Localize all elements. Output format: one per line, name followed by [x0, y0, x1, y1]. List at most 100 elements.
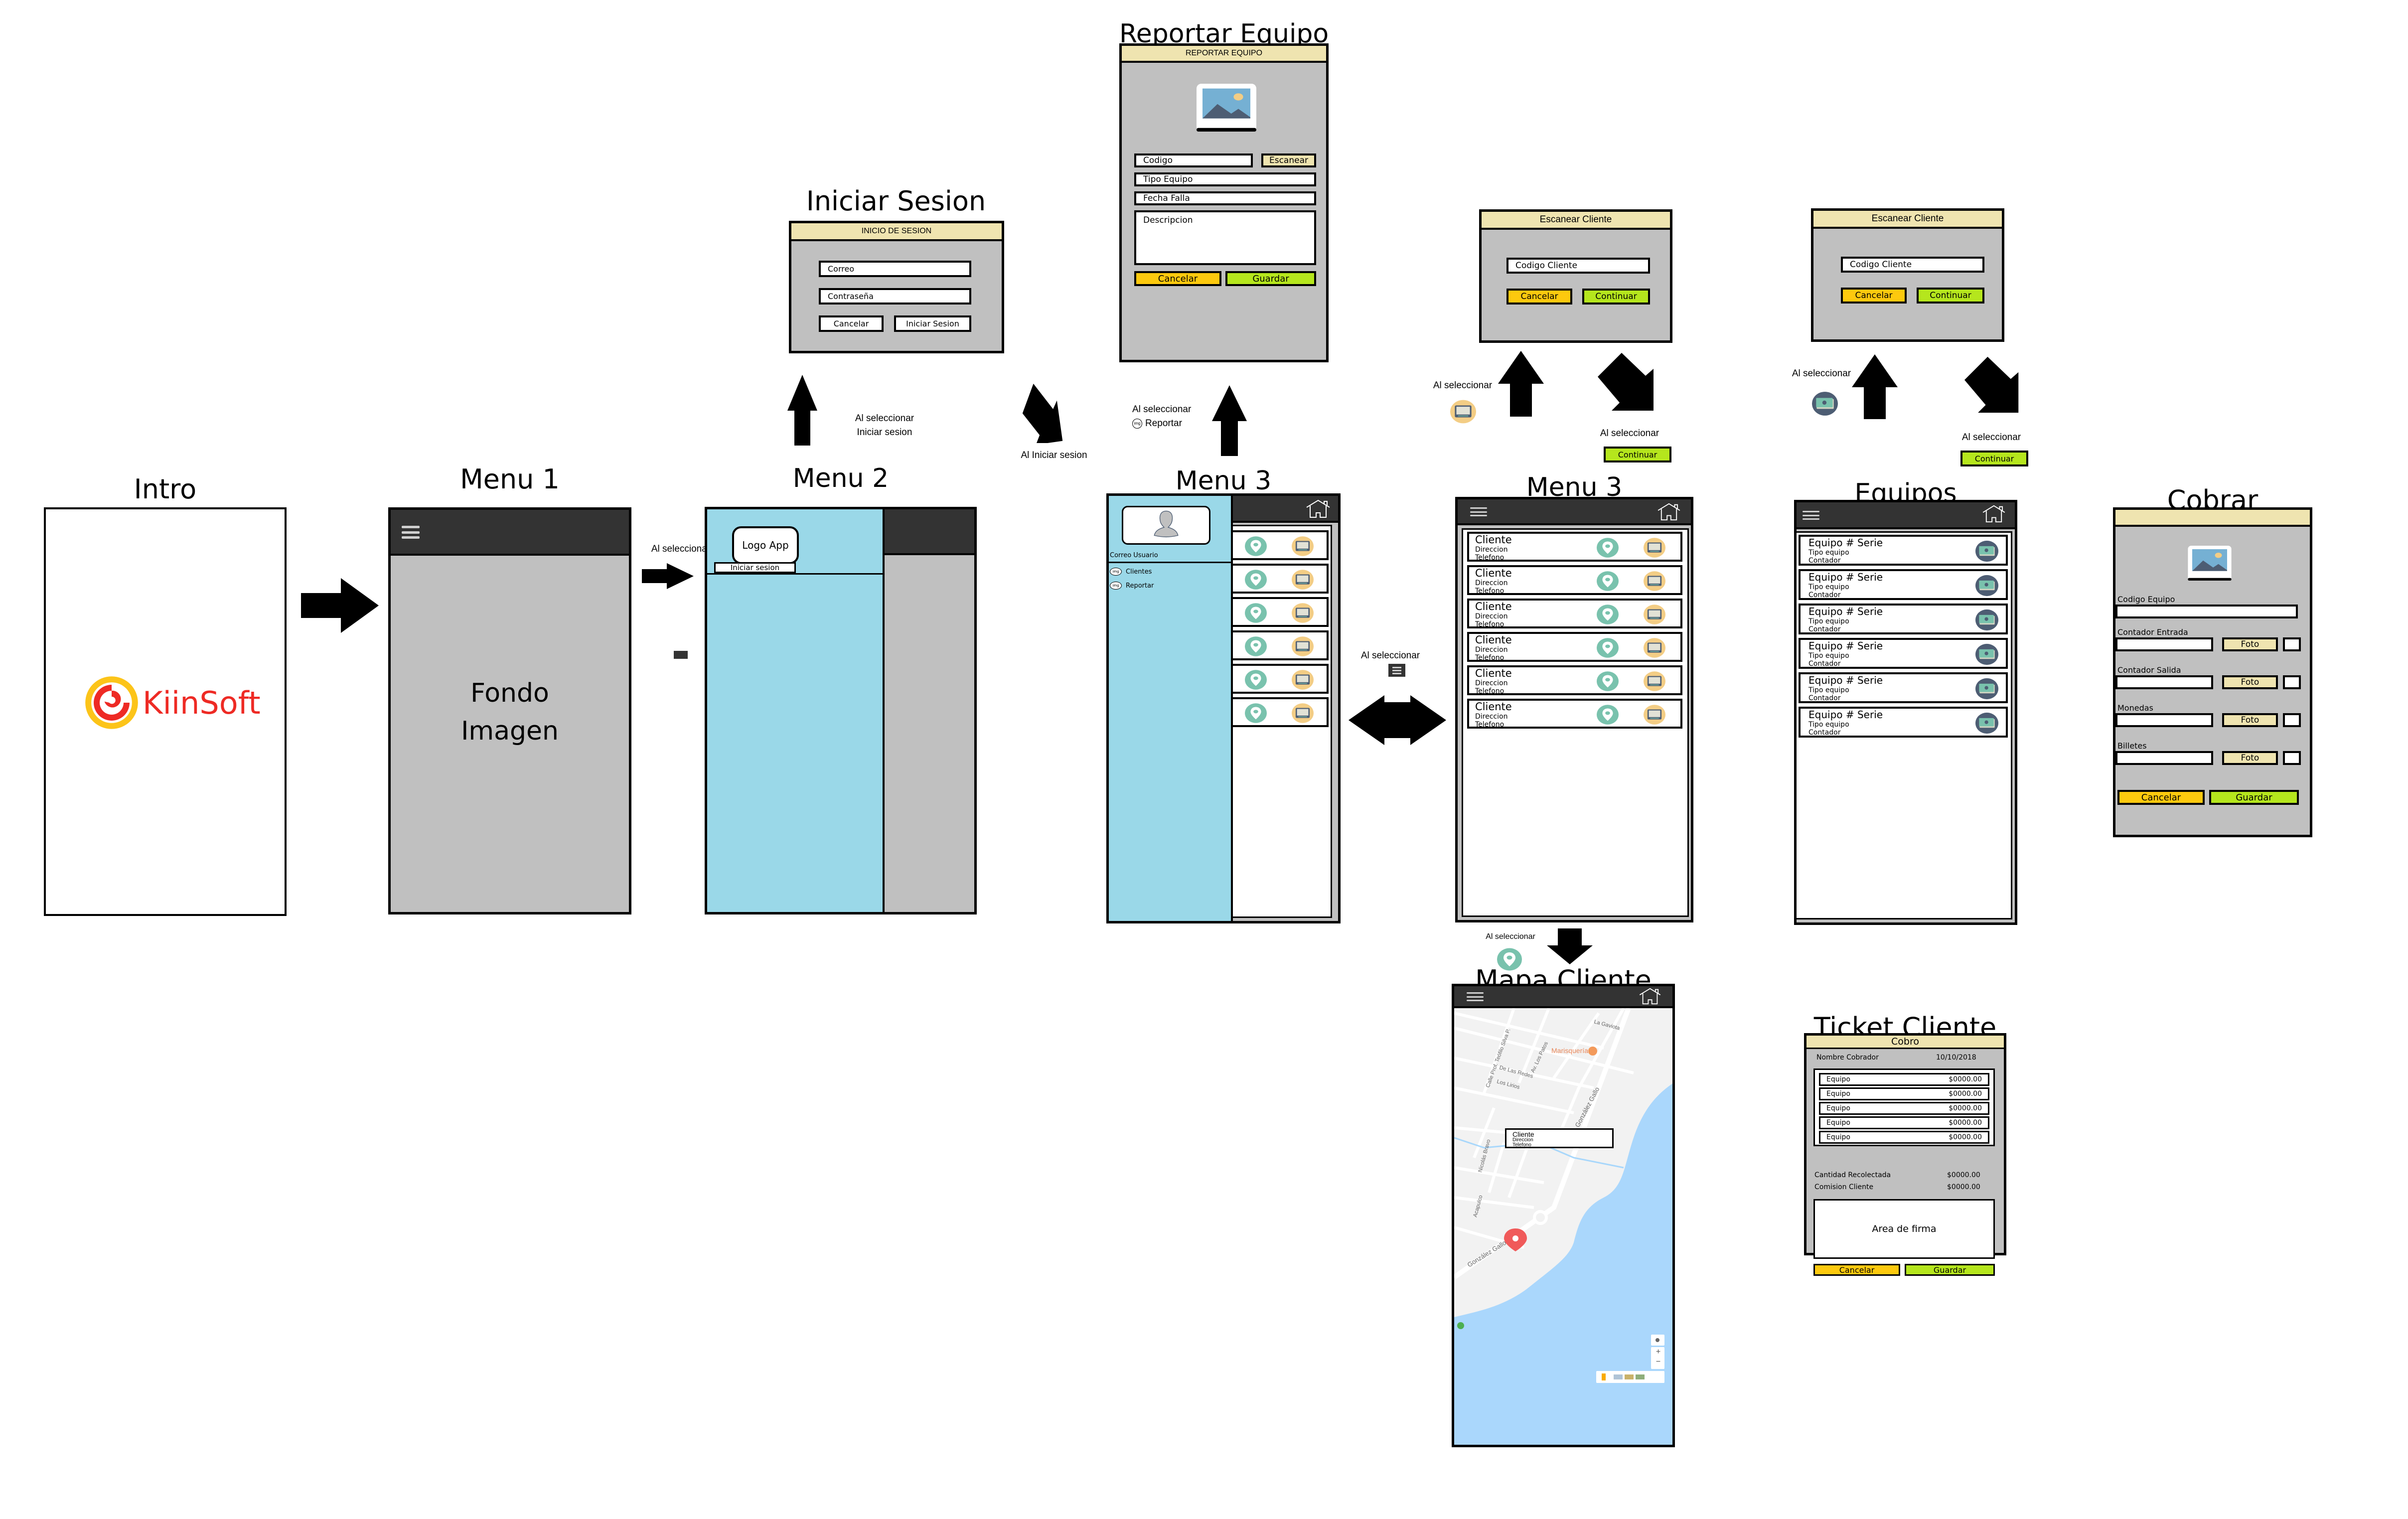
- device-icon[interactable]: [1284, 569, 1322, 591]
- scan-button[interactable]: Escanear: [1261, 153, 1316, 167]
- map-pin-icon[interactable]: [1237, 602, 1275, 624]
- client-row[interactable]: [1231, 697, 1329, 727]
- money-icon[interactable]: [1968, 608, 2006, 631]
- map-pin-icon[interactable]: [1237, 669, 1275, 691]
- map-pin-icon[interactable]: [1589, 637, 1627, 659]
- money-icon[interactable]: [1968, 712, 2006, 735]
- home-icon[interactable]: [1635, 987, 1665, 1005]
- continue-button[interactable]: Continuar: [1582, 289, 1650, 304]
- photo-checkbox[interactable]: [2283, 637, 2301, 651]
- cancel-button[interactable]: Cancelar: [1841, 288, 1907, 304]
- map-pin-icon[interactable]: [1589, 704, 1627, 726]
- cancel-button[interactable]: Cancelar: [819, 315, 884, 332]
- hamburger-menu-icon[interactable]: [1467, 992, 1484, 1001]
- save-button[interactable]: Guardar: [1905, 1264, 1995, 1276]
- photo-button[interactable]: Foto: [2222, 751, 2278, 765]
- map-pin-icon[interactable]: [1589, 604, 1627, 625]
- drawer-item-clientes[interactable]: img Clientes: [1110, 568, 1152, 576]
- map-pin-icon[interactable]: [1237, 635, 1275, 657]
- money-icon[interactable]: [1968, 643, 2006, 666]
- device-icon[interactable]: [1284, 635, 1322, 657]
- email-field[interactable]: Correo: [819, 261, 971, 277]
- device-icon[interactable]: [1636, 704, 1673, 726]
- photo-button[interactable]: Foto: [2222, 675, 2278, 689]
- photo-checkbox[interactable]: [2283, 751, 2301, 765]
- client-row[interactable]: [1231, 530, 1329, 560]
- hamburger-menu-icon[interactable]: [1470, 507, 1487, 516]
- photo-checkbox[interactable]: [2283, 675, 2301, 689]
- cancel-button[interactable]: Cancelar: [1506, 289, 1572, 304]
- client-row[interactable]: [1231, 664, 1329, 694]
- zoom-out-button[interactable]: −: [1656, 1358, 1661, 1366]
- device-icon[interactable]: [1636, 637, 1673, 659]
- cancel-button[interactable]: Cancelar: [1813, 1264, 1900, 1276]
- hamburger-menu-icon[interactable]: [402, 526, 420, 539]
- failure-date-field[interactable]: Fecha Falla: [1134, 191, 1316, 205]
- counter-field[interactable]: [2115, 751, 2213, 765]
- save-button[interactable]: Guardar: [1225, 271, 1316, 286]
- device-icon[interactable]: [1284, 702, 1322, 724]
- device-icon[interactable]: [1636, 537, 1673, 559]
- device-icon[interactable]: [1636, 604, 1673, 625]
- client-code-field[interactable]: Codigo Cliente: [1841, 257, 1984, 273]
- client-code-field[interactable]: Codigo Cliente: [1506, 258, 1650, 274]
- map-pin-icon[interactable]: [1237, 702, 1275, 724]
- map-view[interactable]: Calle Prof. Teófilo Silva P. De Las Rede…: [1454, 1008, 1673, 1447]
- device-icon[interactable]: [1636, 570, 1673, 592]
- money-icon[interactable]: [1968, 574, 2006, 597]
- map-pin-icon[interactable]: [1237, 569, 1275, 591]
- code-field[interactable]: Codigo: [1134, 153, 1253, 167]
- map-pin-icon[interactable]: [1589, 570, 1627, 592]
- hamburger-menu-icon[interactable]: [1803, 511, 1819, 520]
- device-icon[interactable]: [1284, 535, 1322, 557]
- equipment-type-field[interactable]: Tipo Equipo: [1134, 172, 1316, 186]
- device-icon[interactable]: [1284, 602, 1322, 624]
- client-info-popup[interactable]: Cliente Direccion Telefono: [1505, 1128, 1614, 1148]
- photo-checkbox[interactable]: [2283, 713, 2301, 727]
- counter-field[interactable]: [2115, 675, 2213, 689]
- cancel-button[interactable]: Cancelar: [1134, 271, 1221, 286]
- client-row[interactable]: [1231, 630, 1329, 660]
- map-pin-icon[interactable]: [1589, 537, 1627, 559]
- money-icon[interactable]: [1968, 677, 2006, 700]
- save-button[interactable]: Guardar: [2209, 790, 2299, 805]
- equipment-code-field[interactable]: [2115, 605, 2298, 618]
- counter-field[interactable]: [2115, 713, 2213, 727]
- photo-button[interactable]: Foto: [2222, 637, 2278, 651]
- cancel-button[interactable]: Cancelar: [2117, 790, 2205, 805]
- annotation-list-to-scan: Al seleccionar: [1433, 380, 1493, 391]
- login-button[interactable]: Iniciar sesion: [714, 562, 796, 573]
- signature-area[interactable]: Area de firma: [1813, 1199, 1995, 1259]
- device-icon[interactable]: [1284, 669, 1322, 691]
- home-icon[interactable]: [1302, 499, 1334, 519]
- money-icon[interactable]: [1968, 540, 2006, 563]
- drawer-item-reportar[interactable]: img Reportar: [1110, 582, 1154, 590]
- zoom-in-button[interactable]: +: [1656, 1348, 1661, 1356]
- login-submit-button[interactable]: Iniciar Sesion: [894, 315, 971, 332]
- map-pin-icon[interactable]: [1237, 535, 1275, 557]
- counter-field[interactable]: [2115, 637, 2213, 651]
- device-icon[interactable]: [1636, 670, 1673, 692]
- client-row[interactable]: [1231, 597, 1329, 627]
- continue-button[interactable]: Continuar: [1917, 288, 1984, 304]
- map-pin-icon[interactable]: [1589, 670, 1627, 692]
- photo-button[interactable]: Foto: [2222, 713, 2278, 727]
- home-icon[interactable]: [1978, 504, 2010, 523]
- background-text-line1: Fondo: [470, 678, 549, 708]
- client-row[interactable]: [1231, 564, 1329, 594]
- description-field[interactable]: Descripcion: [1134, 210, 1316, 265]
- password-field[interactable]: Contraseña: [819, 288, 971, 304]
- home-icon[interactable]: [1653, 502, 1685, 521]
